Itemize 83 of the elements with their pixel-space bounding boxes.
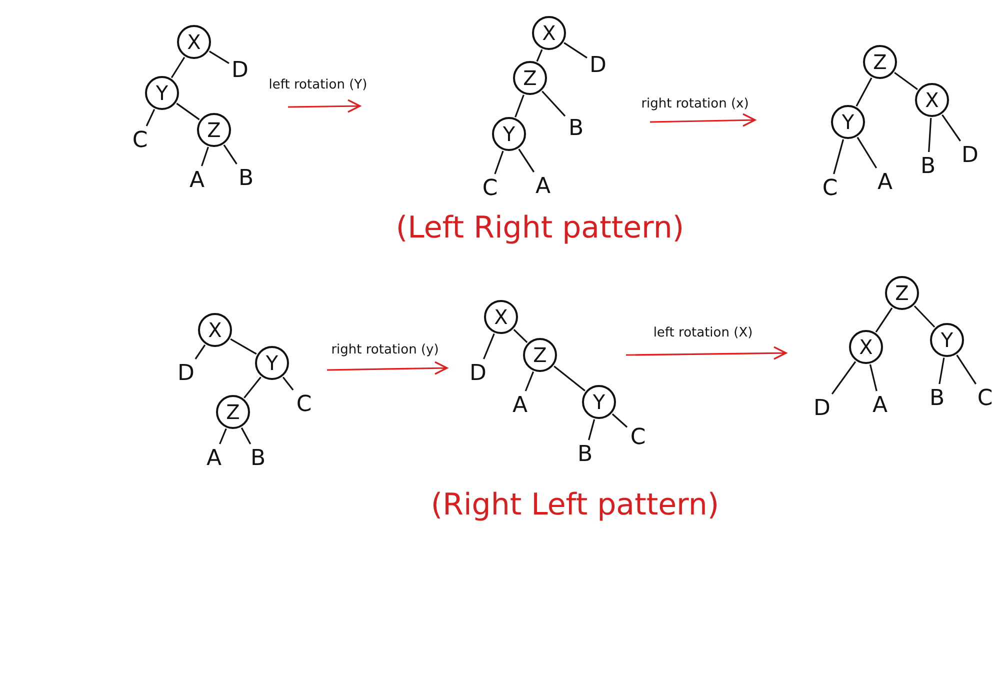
tree-node-circle: Z [523,338,557,372]
tree-edge [201,146,209,166]
tree-edge [956,354,976,384]
tree-node-circle: Z [863,45,897,79]
tree-edge [588,419,596,440]
tree-edge [938,358,945,384]
tree-node-circle: X [915,83,949,117]
leaf-label: B [247,444,269,472]
leaf-label: C [627,423,649,451]
tree-edge [833,139,844,174]
leaf-label: C [819,174,841,202]
tree-edge [244,376,262,398]
leaf-label: C [129,126,151,154]
tree-edge [219,428,227,444]
tree-node-circle: Y [582,385,616,419]
tree-edge [856,136,878,168]
tree-node-circle: Z [197,113,231,147]
leaf-label: A [874,168,896,196]
leaf-label: D [587,51,609,79]
leaf-label: A [532,172,554,200]
tree-edge [230,338,257,355]
leaf-label: D [811,394,833,422]
leaf-label: D [959,141,981,169]
tree-edge [518,148,535,172]
rotation-label: left rotation (Y) [266,78,370,92]
tree-node-circle: X [177,25,211,59]
tree-edge [240,427,252,444]
tree-edge [513,328,528,344]
tree-edge [194,344,206,360]
tree-node-circle: X [532,16,566,50]
tree-node-circle: Z [513,61,547,95]
tree-node-circle: Y [831,105,865,139]
leaf-label: D [229,56,251,84]
leaf-label: D [175,359,197,387]
tree-edge [536,49,543,62]
leaf-label: A [509,391,531,419]
tree-edge [282,376,294,390]
pattern-caption: (Left Right pattern) [396,210,684,246]
tree-edge [542,90,566,117]
tree-edge [208,50,230,64]
tree-edge [856,78,872,106]
leaf-label: C [974,384,996,412]
leaf-label: B [917,152,939,180]
tree-edge [928,118,932,152]
tree-node-circle: X [849,330,883,364]
tree-node-circle: Z [216,395,250,429]
rotation-label: right rotation (y) [329,342,441,358]
leaf-label: B [926,384,948,412]
tree-edge [914,305,936,328]
leaf-label: A [869,391,891,419]
leaf-label: A [203,444,225,472]
tree-edge [875,308,893,332]
tree-edge [942,114,961,142]
tree-node-circle: X [484,300,518,334]
tree-edge [869,364,878,392]
tree-edge [146,108,156,126]
tree-edge [554,366,586,392]
leaf-label: A [186,166,208,194]
tree-edge [514,94,524,118]
leaf-label: D [467,359,489,387]
tree-edge [894,72,918,90]
tree-edge [831,361,856,394]
tree-edge [494,150,504,174]
tree-node-circle: Z [885,276,919,310]
tree-edge [170,56,186,78]
tree-node-circle: X [198,313,232,347]
leaf-label: B [565,114,587,142]
tree-node-circle: Y [930,323,964,357]
tree-edge [483,333,495,360]
pattern-caption: (Right Left pattern) [430,488,720,522]
rotation-label: right rotation (x) [639,96,751,112]
tree-node-circle: Y [145,76,179,110]
tree-edge [176,102,200,120]
tree-edge [612,413,628,428]
tree-edge [223,144,238,164]
tree-node-circle: Y [492,117,526,151]
leaf-label: B [235,164,257,192]
leaf-label: C [293,390,315,418]
tree-node-circle: Y [255,346,289,380]
tree-edge [564,42,588,58]
leaf-label: B [574,440,596,468]
tree-edge [524,371,534,392]
leaf-label: C [479,174,501,202]
